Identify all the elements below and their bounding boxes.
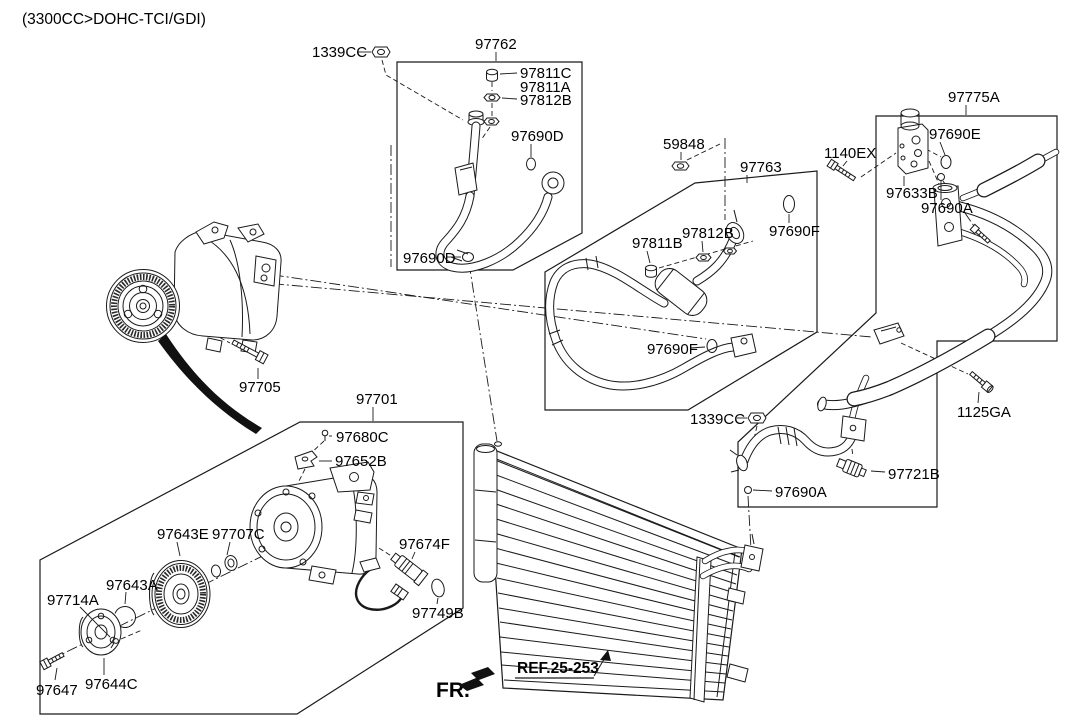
- cap-97811b-icon: [645, 264, 657, 278]
- oring-97690e-icon: [940, 155, 952, 169]
- condenser-right-tank: [689, 556, 712, 703]
- callout-97690a-top: 97690A: [921, 200, 973, 217]
- callout-1339cc-bottom: 1339CC: [690, 411, 745, 428]
- callout-97690d-in-box: 97690D: [511, 128, 564, 145]
- control-valve-97674f: [354, 552, 429, 611]
- ref-arrowhead: [600, 650, 611, 661]
- discharge-hose-97762: [435, 110, 565, 273]
- ref-callout: REF.25-253: [515, 650, 611, 679]
- callout-97690f-left: 97690F: [647, 341, 698, 358]
- bolt-97647: [39, 652, 65, 671]
- bolt-1140ex: [826, 158, 857, 182]
- suction-hose-lower: [729, 415, 867, 473]
- callout-97762: 97762: [475, 36, 517, 53]
- clutch-disc-97644c: [78, 608, 122, 656]
- callout-97643a: 97643A: [106, 577, 158, 594]
- nut-97812b-top-icon: [483, 93, 501, 102]
- callout-97811b: 97811B: [632, 235, 683, 252]
- nut-1339cc-top-icon: [371, 46, 391, 58]
- drive-belt: [158, 334, 262, 434]
- fr-label: FR.: [436, 679, 470, 702]
- oring-97690a-bottom-icon: [744, 486, 752, 494]
- bolt-97705: [231, 339, 269, 365]
- bracket-97652b-icon: [294, 450, 318, 470]
- seal-97707c-icons: [210, 555, 238, 578]
- callout-97811a: 97811A: [520, 79, 571, 96]
- pressure-sensor-97721b: [835, 458, 867, 478]
- stem-nut-icon: [483, 117, 500, 126]
- callout-97707c: 97707C: [212, 526, 265, 543]
- callout-97643e: 97643E: [157, 526, 209, 543]
- oring-97690a-top-icon: [937, 173, 945, 181]
- oring-97690f-right-icon: [783, 195, 795, 213]
- box-compressor-parts: [39, 421, 464, 715]
- oring-97690d-left-icon: [462, 252, 474, 262]
- callout-97812b-top: 97812B: [520, 92, 572, 109]
- callout-97811c: 97811C: [520, 65, 572, 82]
- fr-arrow-icon: [459, 667, 495, 691]
- group-boxes: [39, 61, 1058, 715]
- nut-1339cc-bottom-icon: [747, 412, 767, 424]
- oring-97690f-left-icon: [706, 339, 718, 353]
- callout-97812b-mid: 97812B: [682, 225, 734, 242]
- snap-ring-97643a-icon: [114, 605, 136, 628]
- callout-1125ga: 1125GA: [957, 404, 1011, 421]
- pulley-97643e: [149, 560, 211, 628]
- callout-97690d-left: 97690D: [403, 250, 456, 267]
- liquid-hose-97763: [545, 209, 757, 391]
- leader-lines: [54, 51, 980, 681]
- callout-97714a: 97714A: [47, 592, 99, 609]
- suction-pipe-97775a: [817, 148, 1060, 428]
- compressor-assembled: [106, 221, 282, 434]
- compressor-body-rear: [249, 461, 378, 585]
- receiver-drier: [473, 443, 498, 583]
- cap-97811c-icon: [486, 68, 498, 82]
- callout-97647: 97647: [36, 682, 78, 699]
- callout-97690e: 97690E: [929, 126, 981, 143]
- fr-indicator: FR.: [436, 667, 495, 702]
- callout-97680c: 97680C: [336, 429, 389, 446]
- screw-97680c-icon: [321, 429, 329, 441]
- callout-97705: 97705: [239, 379, 281, 396]
- diagram-title: (3300CC>DOHC-TCI/GDI): [22, 11, 206, 28]
- callout-59848: 59848: [663, 136, 705, 153]
- oring-97749b-icon: [431, 578, 445, 598]
- callout-97652b: 97652B: [335, 453, 387, 470]
- screw-97714a-icon: [110, 638, 119, 649]
- callout-97674f: 97674F: [399, 536, 450, 553]
- nut-59848-icon: [671, 161, 690, 171]
- callout-1339cc-top: 1339CC: [312, 44, 367, 61]
- callout-97775a: 97775A: [948, 89, 1000, 106]
- callout-97721b: 97721B: [888, 466, 940, 483]
- box-liquid-hose: [544, 170, 818, 411]
- box-suction-pipe: [737, 115, 1058, 508]
- callout-97690a-bottom: 97690A: [775, 484, 827, 501]
- nut-97812b-mid-icon: [695, 253, 712, 262]
- condenser: [473, 441, 764, 703]
- bolt-small-flange: [969, 223, 991, 244]
- callout-1140ex: 1140EX: [824, 145, 876, 162]
- callout-97701: 97701: [356, 391, 398, 408]
- expansion-valve-97633b: [897, 108, 929, 175]
- nut-small-icon: [722, 247, 738, 255]
- callout-97690f-right: 97690F: [769, 223, 820, 240]
- callout-97749b: 97749B: [412, 605, 464, 622]
- callout-97633b: 97633B: [886, 185, 938, 202]
- oring-97690d-icon: [526, 157, 536, 171]
- box-discharge-hose: [396, 61, 583, 271]
- callout-97763: 97763: [740, 159, 782, 176]
- bolt-1125ga: [968, 370, 994, 393]
- condenser-fitting-block: [740, 544, 764, 572]
- ref-label: REF.25-253: [517, 660, 599, 677]
- callout-97644c: 97644C: [85, 676, 138, 693]
